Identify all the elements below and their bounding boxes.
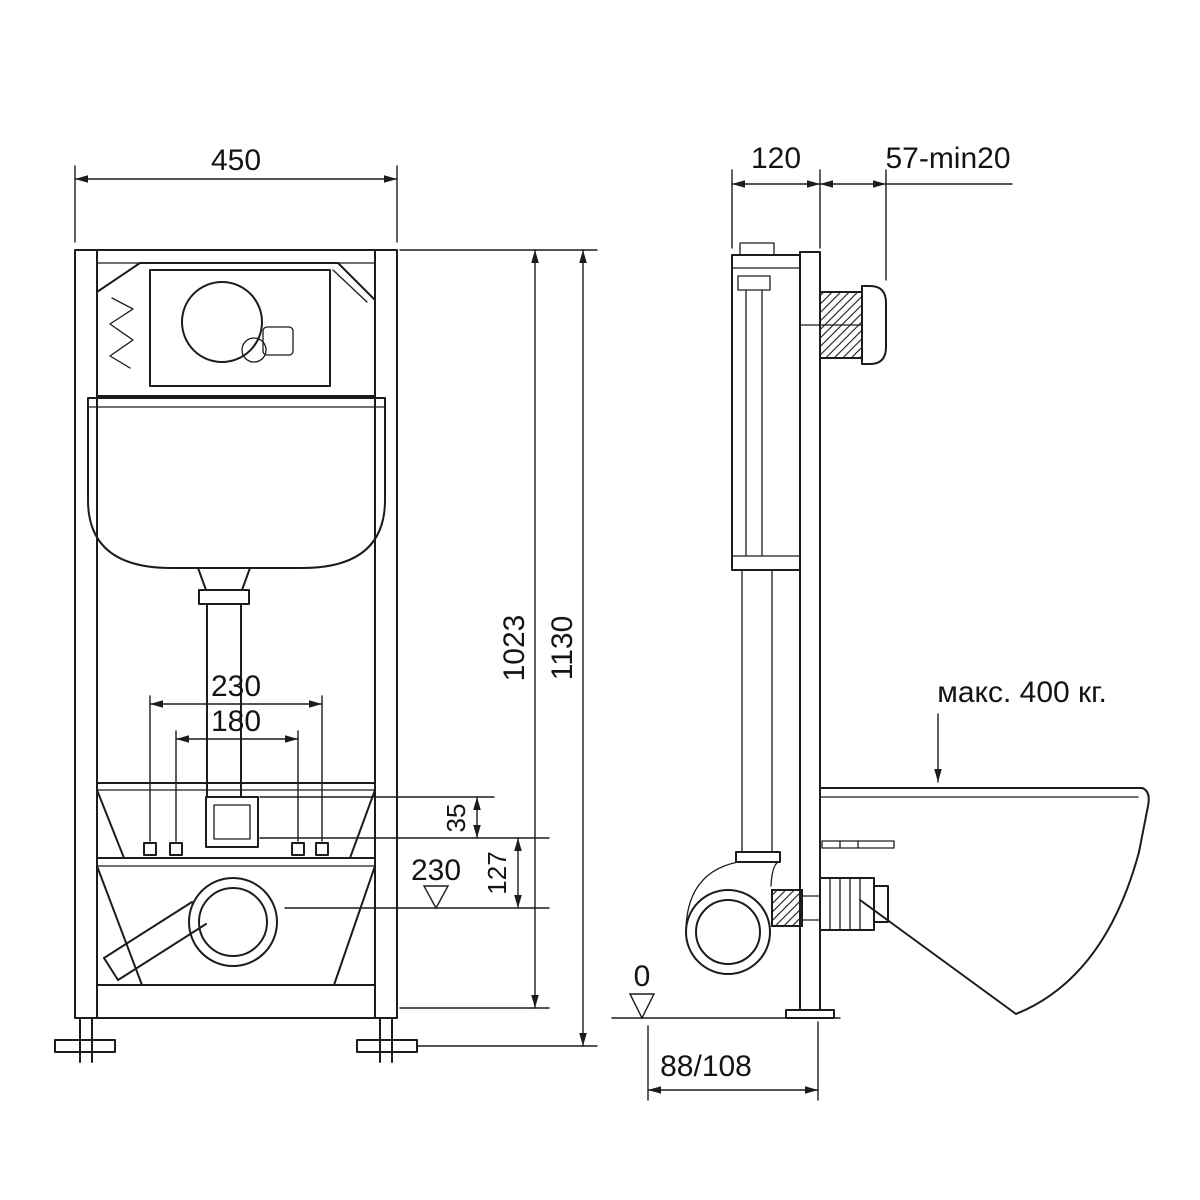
max-load-label: макс. 400 кг. bbox=[937, 676, 1107, 709]
dim-label-1130: 1130 bbox=[546, 616, 579, 681]
cistern-tank bbox=[87, 397, 386, 569]
zero-level-label: 0 bbox=[634, 960, 651, 993]
dimension-width-450: 450 bbox=[74, 144, 398, 243]
frame-foot-left bbox=[54, 1017, 116, 1063]
fixing-clip bbox=[315, 842, 329, 856]
side-view: 120 57-min20 макс. 400 кг. 0 88/108 bbox=[611, 142, 1150, 1101]
dimension-fixing-180: 180 bbox=[175, 705, 299, 842]
dim-label-1023: 1023 bbox=[498, 615, 531, 682]
inlet-pipe bbox=[103, 901, 193, 959]
mechanism-housing bbox=[149, 269, 331, 387]
dimension-fixing-230: 230 bbox=[149, 670, 323, 842]
pipe-clamp bbox=[735, 851, 781, 863]
dim-label-88-108: 88/108 bbox=[660, 1050, 752, 1083]
fixing-clip bbox=[291, 842, 305, 856]
drain-fitting bbox=[205, 796, 259, 848]
frame bbox=[54, 249, 418, 1063]
front-view: 450 1130 1023 230 180 bbox=[54, 144, 598, 1063]
valve-detail-box bbox=[262, 326, 294, 356]
side-downpipe bbox=[685, 569, 781, 929]
water-inlet-bracket bbox=[109, 297, 134, 369]
outlet-spigot bbox=[819, 877, 889, 931]
dim-label-127: 127 bbox=[482, 851, 512, 894]
side-cistern bbox=[731, 242, 801, 571]
side-outlet bbox=[685, 877, 889, 975]
level-label-230: 230 bbox=[411, 854, 461, 887]
side-outlet-socket-inner bbox=[695, 899, 761, 965]
frame-left-rail bbox=[74, 249, 98, 1019]
fixing-clip bbox=[169, 842, 183, 856]
dimension-height-1130: 1130 bbox=[399, 249, 598, 1047]
button-threaded-sleeve bbox=[819, 291, 863, 359]
mounting-plate bbox=[96, 782, 376, 867]
dimension-offset-127: 127 bbox=[482, 837, 522, 909]
outlet-connector bbox=[771, 889, 803, 927]
pipe-flange bbox=[198, 589, 250, 605]
zero-level-marker: 0 bbox=[611, 960, 841, 1020]
outlet-assembly bbox=[96, 865, 376, 986]
dimension-outlet-88-108: 88/108 bbox=[647, 1021, 819, 1101]
valve-detail-circle bbox=[241, 337, 267, 363]
fill-valve-float bbox=[181, 281, 263, 363]
frame-foot-right bbox=[356, 1017, 418, 1063]
flush-mechanism bbox=[96, 262, 376, 397]
level-marker-230: 230 bbox=[284, 854, 550, 910]
outlet-socket-inner bbox=[198, 887, 268, 957]
side-frame-foot bbox=[785, 1009, 835, 1019]
max-load-note: макс. 400 кг. bbox=[934, 676, 1107, 783]
fixing-clips bbox=[143, 842, 329, 856]
dimension-height-1023: 1023 bbox=[399, 249, 550, 1009]
side-outlet-socket-outer bbox=[685, 889, 771, 975]
dimension-offset-35: 35 bbox=[259, 796, 550, 839]
fixing-clip bbox=[143, 842, 157, 856]
flush-button bbox=[799, 285, 887, 365]
level-triangle-icon bbox=[422, 885, 450, 910]
dim-label-180: 180 bbox=[211, 705, 261, 738]
dim-label-57-min20: 57-min20 bbox=[885, 142, 1010, 175]
zero-level-triangle-icon bbox=[628, 993, 656, 1020]
dimension-button-57: 57-min20 bbox=[819, 142, 1013, 281]
fill-valve-top bbox=[739, 242, 775, 256]
outlet-socket-outer bbox=[188, 877, 278, 967]
dim-label-120: 120 bbox=[751, 142, 801, 175]
button-cap bbox=[861, 285, 887, 365]
dim-label-450: 450 bbox=[211, 144, 261, 177]
frame-right-rail bbox=[374, 249, 398, 1019]
toilet-bowl bbox=[819, 787, 1150, 1015]
dim-label-230: 230 bbox=[211, 670, 261, 703]
dimension-depth-120: 120 bbox=[731, 142, 821, 249]
dim-label-35: 35 bbox=[441, 804, 471, 833]
